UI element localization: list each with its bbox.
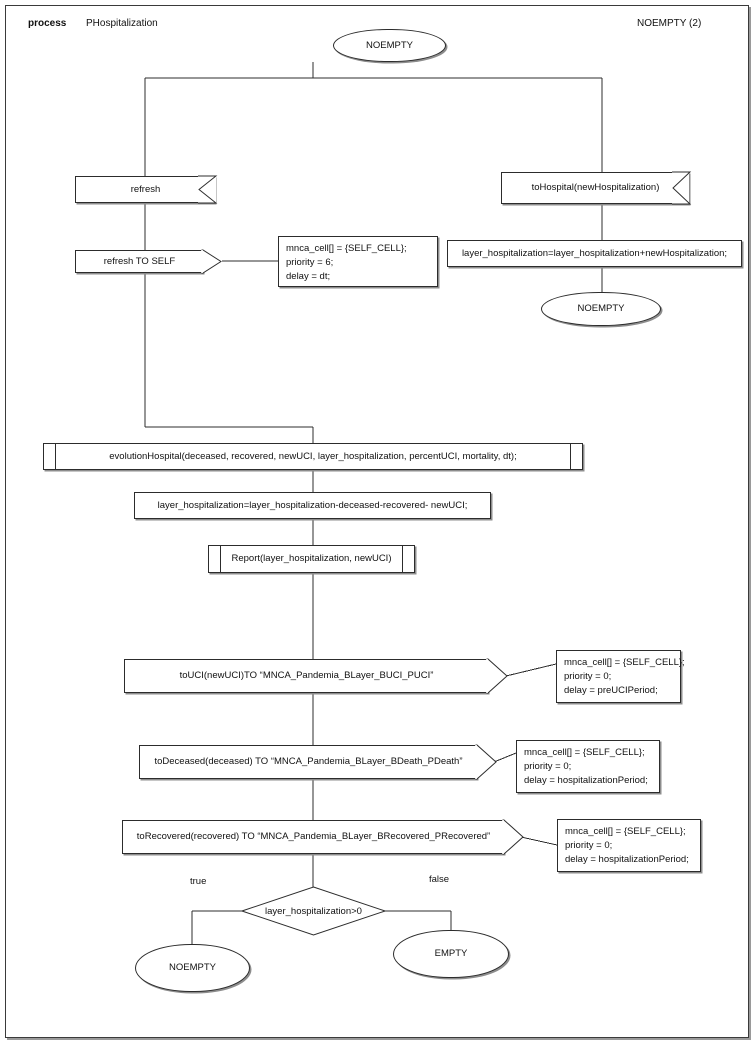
send-to-uci[interactable]: toUCI(newUCI)TO “MNCA_Pandemia_BLayer_BU… [124,658,508,694]
state-start-noempty-label: NOEMPTY [366,39,413,51]
decision-layer-hospitalization[interactable]: layer_hospitalization>0 [240,886,387,936]
process-add-hospitalization[interactable]: layer_hospitalization=layer_hospitalizat… [447,240,742,267]
subroutine-evolution-hospital-label: evolutionHospital(deceased, recovered, n… [109,450,517,462]
send-point [201,249,222,274]
diagram-frame [5,5,749,1038]
receive-refresh[interactable]: refresh [75,175,218,204]
note-refresh-to-self: mnca_cell[] = {SELF_CELL}; priority = 6;… [278,236,438,287]
state-noempty-end[interactable]: NOEMPTY [135,944,250,992]
state-noempty-right-label: NOEMPTY [577,303,625,314]
send-to-deceased[interactable]: toDeceased(deceased) TO “MNCA_Pandemia_B… [139,744,497,780]
edge-label-false: false [429,874,450,885]
send-point [502,819,524,855]
state-noempty-end-label: NOEMPTY [169,962,216,973]
process-subtract-outflows-label: layer_hospitalization=layer_hospitalizat… [157,499,468,511]
state-start-noempty[interactable]: NOEMPTY [333,29,446,62]
send-to-recovered[interactable]: toRecovered(recovered) TO “MNCA_Pandemia… [122,819,524,855]
note-to-deceased: mnca_cell[] = {SELF_CELL}; priority = 0;… [516,740,660,793]
send-to-uci-label: toUCI(newUCI)TO “MNCA_Pandemia_BLayer_BU… [179,670,434,681]
receive-to-hospital-label: toHospital(newHospitalization) [531,182,660,193]
subroutine-report[interactable]: Report(layer_hospitalization, newUCI) [208,545,415,573]
note-to-uci: mnca_cell[] = {SELF_CELL}; priority = 0;… [556,650,685,703]
send-to-deceased-label: toDeceased(deceased) TO “MNCA_Pandemia_B… [154,756,463,767]
send-point [475,744,497,780]
header-keyword: process [28,18,67,29]
process-subtract-outflows[interactable]: layer_hospitalization=layer_hospitalizat… [134,492,491,519]
send-point [486,658,508,694]
decision-label: layer_hospitalization>0 [265,905,362,917]
subroutine-evolution-hospital[interactable]: evolutionHospital(deceased, recovered, n… [43,443,583,470]
state-empty-end[interactable]: EMPTY [393,930,509,978]
receive-to-hospital[interactable]: toHospital(newHospitalization) [501,171,692,205]
header-state-reference: NOEMPTY (2) [637,18,702,29]
receive-notch [198,175,218,204]
note-to-recovered: mnca_cell[] = {SELF_CELL}; priority = 0;… [557,819,701,872]
receive-refresh-label: refresh [130,183,161,195]
receive-notch [672,171,692,205]
send-refresh-to-self-label: refresh TO SELF [103,255,176,267]
send-refresh-to-self[interactable]: refresh TO SELF [75,249,222,274]
send-to-recovered-label: toRecovered(recovered) TO “MNCA_Pandemia… [136,831,491,842]
edge-label-true: true [190,876,207,887]
state-empty-end-label: EMPTY [434,948,468,959]
state-noempty-right[interactable]: NOEMPTY [541,292,661,326]
header-process-name: PHospitalization [86,18,158,29]
subroutine-report-label: Report(layer_hospitalization, newUCI) [231,553,392,564]
process-add-hospitalization-label: layer_hospitalization=layer_hospitalizat… [461,247,728,259]
diamond-shape [240,886,387,936]
